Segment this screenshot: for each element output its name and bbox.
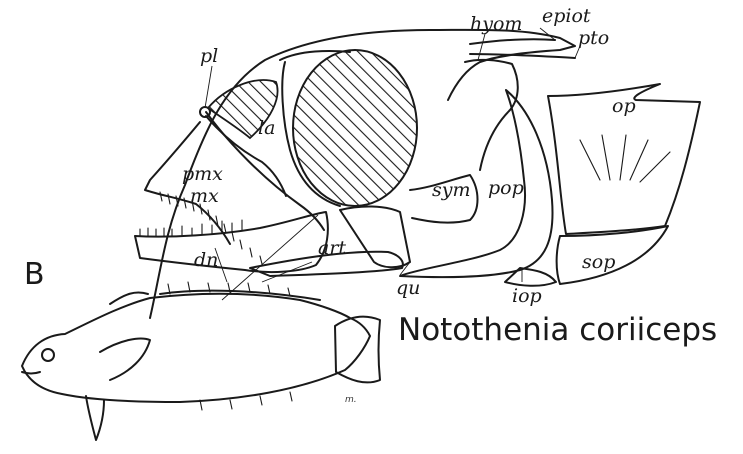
pelvic-fin (86, 396, 104, 440)
label-dn: dn (194, 249, 218, 271)
caudal-fin (335, 317, 380, 383)
hyomandibular-bone (465, 60, 518, 170)
pectoral-fin (100, 339, 150, 381)
label-qu: qu (396, 277, 420, 299)
preopercle-bone (400, 90, 553, 277)
fish-eye (42, 349, 54, 361)
label-epiot: epiot (542, 5, 591, 27)
fish-mouth (22, 372, 40, 374)
pterotic-process (470, 54, 575, 58)
label-la: la (258, 117, 275, 139)
label-sym: sym (432, 179, 471, 201)
label-sop: sop (582, 251, 615, 273)
panel-label: B (24, 257, 45, 292)
species-caption: Notothenia coriiceps (398, 312, 717, 348)
dentary-outline (135, 212, 328, 272)
label-iop: iop (512, 285, 542, 307)
whole-fish-illustration: m. (22, 282, 380, 440)
fin-rays (168, 282, 292, 410)
fish-body-outline (22, 294, 370, 402)
label-hyom: hyom (470, 13, 522, 35)
label-pmx: pmx (182, 163, 223, 185)
label-op: op (612, 95, 636, 117)
label-pop: pop (488, 177, 524, 199)
label-art: art (318, 237, 346, 259)
label-pto: pto (578, 27, 609, 49)
label-pl: pl (200, 45, 218, 67)
interopercle-bone (505, 268, 556, 286)
posterior-orbit-hatched (293, 50, 417, 206)
label-mx: mx (190, 185, 219, 207)
opercle-striations (580, 135, 670, 182)
artist-signature: m. (345, 395, 357, 405)
